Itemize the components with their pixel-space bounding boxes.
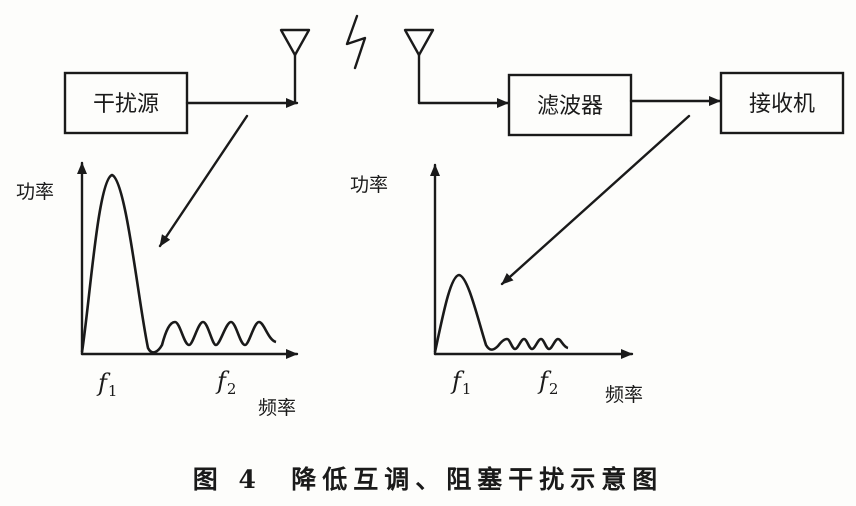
transmit-antenna-icon [279,28,311,105]
source-spectrum-pointer-arrow [158,114,249,248]
right-y-axis-label: 功率 [350,174,388,196]
receive-antenna-icon [403,28,435,105]
left-spectrum-plot: 功率 f1 f2 频率 [16,161,299,419]
left-spectrum-curve [80,173,277,354]
receiver-spectrum-pointer-arrow [500,114,691,286]
interference-source-block: 干扰源 [63,71,189,135]
wireless-link-icon [345,14,367,70]
filter-block: 滤波器 [507,73,633,137]
right-f2-label: f2 [537,367,558,398]
receiver-label: 接收机 [749,92,815,117]
left-f2-label: f2 [215,367,236,398]
left-f1-label: f1 [96,369,117,400]
right-x-axis-label: 频率 [605,384,643,406]
left-y-axis-label: 功率 [16,181,54,203]
filter-label: 滤波器 [537,94,603,119]
figure-caption: 图 4 降低互调、阻塞干扰示意图 [193,465,664,494]
right-spectrum-curve [433,273,569,353]
right-f1-label: f1 [450,367,471,398]
receiver-block: 接收机 [719,71,845,135]
interference-source-label: 干扰源 [93,92,159,117]
right-spectrum-plot: 功率 f1 f2 频率 [350,163,643,406]
left-x-axis-label: 频率 [258,397,296,419]
